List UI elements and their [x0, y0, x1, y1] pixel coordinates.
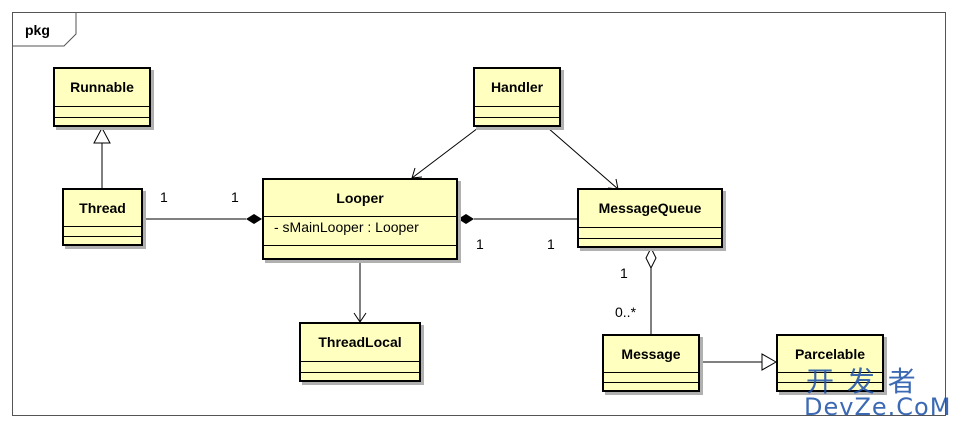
- multiplicity-mq-end-looper: 1: [547, 236, 555, 252]
- attributes-compartment: [778, 373, 882, 383]
- class-handler[interactable]: Handler: [473, 67, 561, 127]
- class-name: Looper: [264, 180, 456, 217]
- attributes-compartment: [301, 362, 419, 373]
- attributes-compartment: [55, 107, 149, 118]
- association-line-handler-looper: [411, 127, 479, 179]
- attributes-compartment: [475, 107, 559, 118]
- class-name: Message: [604, 336, 698, 373]
- operations-compartment: [301, 373, 419, 382]
- multiplicity-thread-end: 1: [160, 189, 168, 205]
- operations-compartment: [264, 246, 456, 258]
- class-runnable[interactable]: Runnable: [53, 67, 151, 127]
- class-looper[interactable]: Looper - sMainLooper : Looper: [262, 178, 458, 260]
- class-threadlocal[interactable]: ThreadLocal: [299, 322, 421, 382]
- realization-arrowhead: [761, 353, 778, 371]
- package-frame: [12, 12, 946, 416]
- class-message[interactable]: Message: [602, 334, 700, 392]
- attributes-compartment: [579, 228, 721, 239]
- operations-compartment: [579, 239, 721, 248]
- class-messagequeue[interactable]: MessageQueue: [577, 188, 723, 248]
- class-parcelable[interactable]: Parcelable: [776, 334, 884, 392]
- class-thread[interactable]: Thread: [62, 188, 143, 246]
- operations-compartment: [55, 118, 149, 127]
- composition-diamond-looper-left: [246, 214, 262, 224]
- class-name: ThreadLocal: [301, 324, 419, 362]
- multiplicity-mq-end-message: 1: [620, 265, 628, 281]
- composition-diamond-looper-right: [458, 214, 474, 224]
- attribute-smainlooper: - sMainLooper : Looper: [274, 219, 419, 235]
- multiplicity-looper-end-mq: 1: [476, 236, 484, 252]
- class-name: MessageQueue: [579, 190, 721, 228]
- class-name: Handler: [475, 69, 559, 107]
- watermark-line1: 开 发 者: [806, 365, 918, 398]
- operations-compartment: [604, 383, 698, 392]
- attributes-compartment: [604, 373, 698, 383]
- association-line-handler-messagequeue: [547, 127, 619, 190]
- class-name: Runnable: [55, 69, 149, 107]
- generalization-arrowhead: [93, 126, 111, 144]
- multiplicity-looper-end-thread: 1: [231, 189, 239, 205]
- watermark-line2: DevZe.CoM: [804, 393, 952, 421]
- multiplicity-message-end: 0..*: [615, 304, 637, 320]
- operations-compartment: [475, 118, 559, 127]
- operations-compartment: [64, 237, 141, 246]
- class-name: Parcelable: [778, 336, 882, 373]
- package-tab: [12, 12, 77, 47]
- attributes-compartment: - sMainLooper : Looper: [264, 217, 456, 246]
- aggregation-diamond-messagequeue: [645, 246, 657, 270]
- package-label: pkg: [25, 22, 50, 38]
- class-name: Thread: [64, 190, 141, 227]
- attributes-compartment: [64, 227, 141, 237]
